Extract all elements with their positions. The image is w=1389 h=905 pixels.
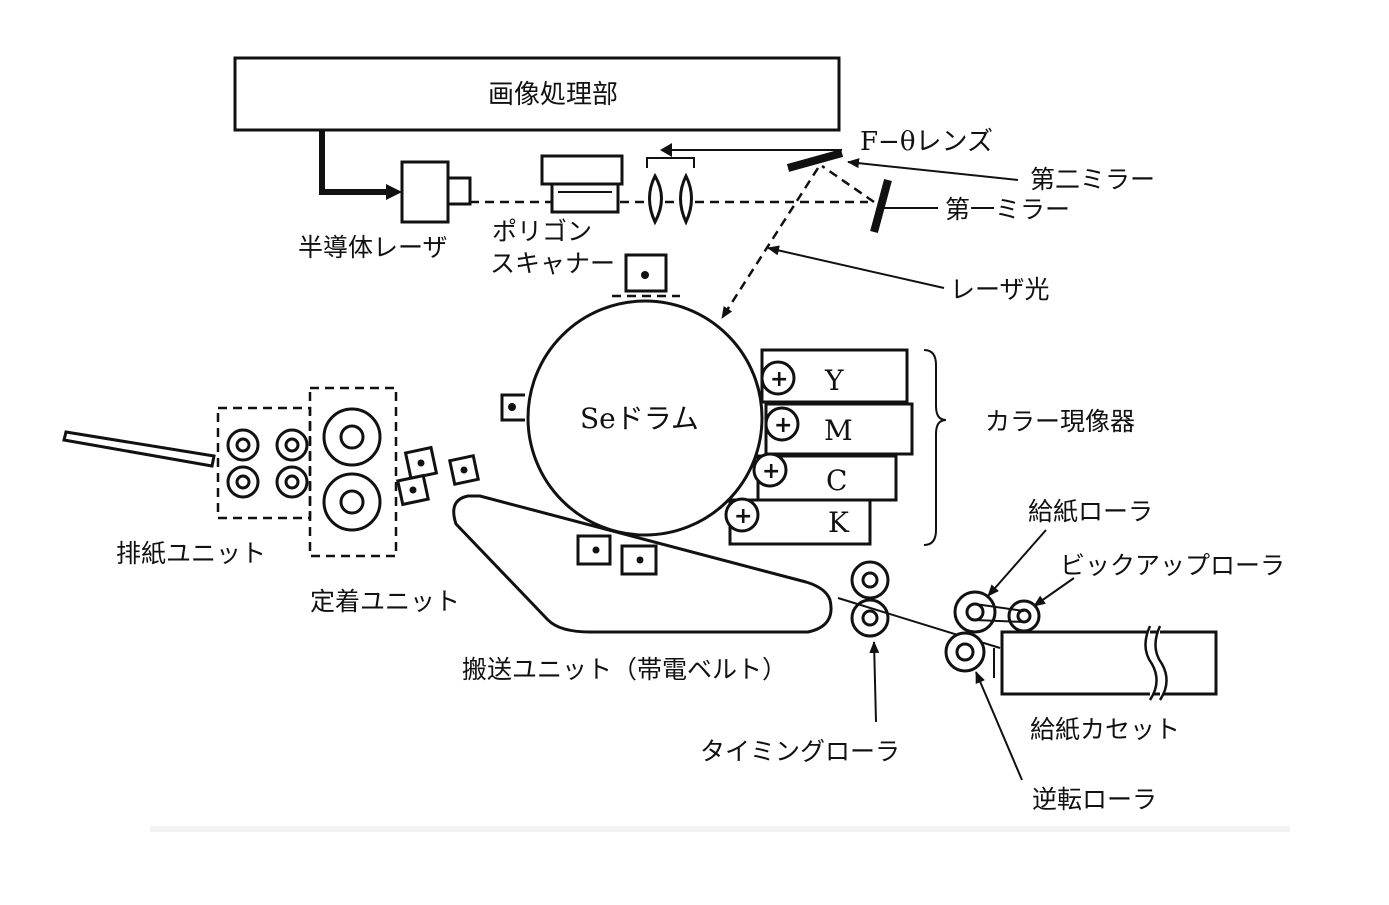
transport-unit-label: 搬送ユニット（帯電ベルト） (462, 655, 787, 684)
paper-feed-roller (953, 590, 997, 634)
cleaner-dot (508, 403, 516, 411)
laser-beam-mirror-to-mirror (821, 164, 875, 204)
timing-rollers (850, 560, 890, 638)
paper-cassette-label: 給紙カセット (1030, 715, 1180, 744)
f-theta-lens-label: F−θレンズ (860, 127, 993, 157)
polygon-scanner-base (550, 182, 620, 214)
svg-text:+: + (770, 367, 788, 392)
reverse-roller (944, 631, 986, 673)
cassette-break (1144, 625, 1168, 701)
se-drum (526, 299, 764, 537)
f-theta-lens-right (679, 172, 693, 226)
fixing-unit (308, 386, 398, 558)
drum-cleaner (500, 393, 525, 422)
se-drum-label: Seドラム (580, 402, 699, 435)
developer-brace (923, 349, 947, 546)
svg-text:+: + (762, 459, 780, 484)
svg-text:M: M (824, 414, 853, 447)
developer-c: + C (752, 452, 898, 502)
laser-nozzle (446, 176, 472, 206)
timing-roller-label: タイミングローラ (700, 737, 900, 766)
semiconductor-laser (400, 160, 450, 224)
signal-arrow-head (386, 184, 402, 200)
signal-arrow (319, 130, 392, 195)
second-mirror-label: 第二ミラー (1030, 165, 1155, 194)
f-theta-pointer-head (660, 143, 672, 157)
paper-feed-roller-label: 給紙ローラ (1028, 497, 1153, 526)
svg-text:+: + (774, 413, 792, 438)
developer-m: + M (764, 402, 914, 456)
paper-exit-unit (216, 406, 312, 520)
laser-light-pointer (767, 245, 945, 289)
color-developer-label: カラー現像器 (985, 407, 1135, 436)
svg-text:K: K (828, 506, 850, 539)
fixing-rollers (322, 407, 382, 532)
paper-feed-pointer (987, 529, 1047, 597)
developer-y: + Y (760, 348, 909, 404)
exit-tray (62, 430, 216, 468)
polygon-scanner-label-2: スキャナー (490, 249, 615, 278)
semiconductor-laser-label: 半導体レーザ (298, 233, 448, 262)
polygon-scanner (540, 154, 624, 186)
image-processing-box (233, 56, 841, 132)
exit-rollers (226, 428, 309, 499)
scan-edge (150, 826, 1290, 832)
paper-cassette (1000, 630, 1218, 696)
pickup-roller-label: ビックアップローラ (1060, 551, 1285, 580)
svg-text:Y: Y (824, 364, 844, 397)
developer-k: + K (724, 497, 872, 546)
timing-roller-pointer (869, 641, 880, 723)
fixing-unit-label: 定着ユニット (310, 587, 460, 616)
f-theta-bracket (646, 157, 695, 168)
reverse-roller-label: 逆転ローラ (1032, 785, 1157, 814)
second-mirror-pointer (847, 158, 1019, 181)
laser-light-label: レーザ光 (950, 275, 1050, 304)
polygon-scanner-label-1: ポリゴン (492, 217, 592, 246)
second-mirror (786, 149, 844, 172)
paper-exit-unit-label: 排紙ユニット (116, 539, 266, 568)
svg-text:+: + (734, 504, 752, 529)
reverse-pointer (975, 671, 1023, 781)
roller-link (974, 603, 1025, 623)
svg-text:C: C (826, 464, 847, 497)
guide-sensors (396, 445, 481, 507)
first-mirror-label: 第一ミラー (945, 195, 1070, 224)
image-processing-label: 画像処理部 (488, 80, 618, 110)
laser-beam-to-drum (720, 167, 820, 319)
first-mirror (870, 178, 892, 234)
pickup-pointer (1033, 577, 1075, 607)
charger-dot (641, 271, 649, 279)
belt-sensors (576, 534, 658, 576)
f-theta-lens-left (648, 172, 663, 226)
